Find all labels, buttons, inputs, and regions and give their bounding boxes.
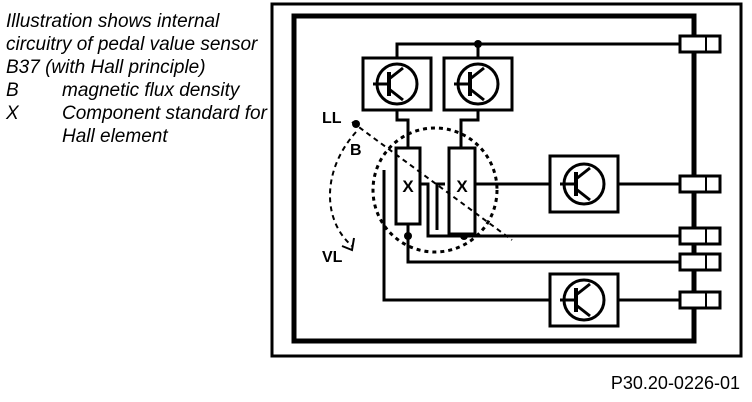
wiring [382,42,712,302]
hall-left-label: X [402,177,414,196]
hall-right-label: X [456,177,468,196]
housing-outer [270,2,743,358]
figure-id: P30.20-0226-01 [610,373,740,393]
transistor-middle [548,154,620,214]
magnetic-field-circle [371,126,499,254]
label-ll: LL [322,110,342,127]
hall-element-right: X [447,146,477,236]
legend-symbol: B [6,80,19,101]
caption-intro: Illustration shows internal circuitry of… [6,11,258,78]
legend-description: Component standard for Hall element [62,103,267,147]
flux-line-end-dot [352,120,360,128]
hall-element-left: X [394,146,422,226]
connector-pins [678,34,722,310]
legend-item-b: B magnetic flux density [6,79,268,102]
rotation-arrowhead [341,237,355,252]
flux-direction-line [351,121,513,241]
label-vl: VL [322,249,343,266]
legend-item-x: X Component standard for Hall element [6,102,268,148]
transistor-bottom [548,272,620,328]
caption: Illustration shows internal circuitry of… [6,10,268,148]
transistor-top-left [361,56,433,112]
label-b: B [350,142,362,159]
legend-description: magnetic flux density [62,80,240,101]
transistor-top-right [442,56,514,112]
legend-symbol: X [6,103,19,124]
